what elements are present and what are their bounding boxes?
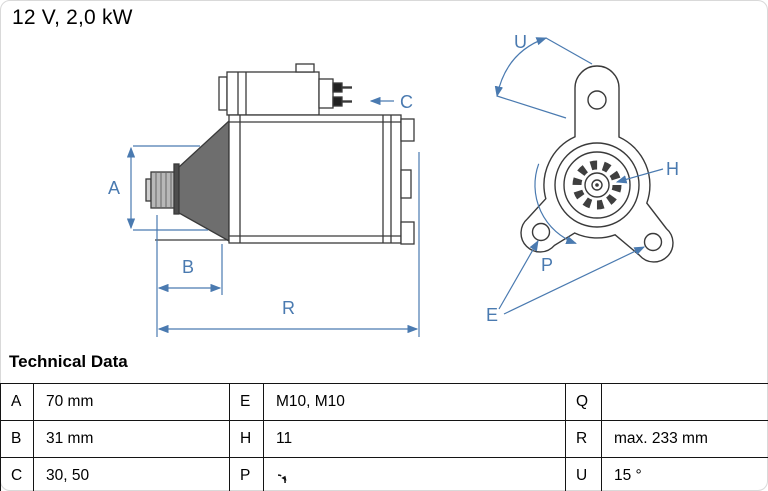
tech-value-u: 15 °: [601, 457, 768, 491]
dim-label-e: E: [486, 305, 498, 325]
tech-key-b: B: [0, 420, 34, 458]
dim-p-rotation-arrow: [534, 163, 577, 244]
shaft-circle: [591, 179, 603, 191]
rotation-direction-icon: [271, 474, 287, 490]
top-bolt-hole: [587, 90, 607, 110]
tech-value-h: 11: [263, 420, 566, 458]
tech-table-row: A 70 mm E M10, M10 Q: [0, 383, 768, 421]
solenoid: [218, 63, 352, 116]
dimension-labels: A B C R U H P E: [108, 32, 679, 325]
solenoid-terminal-studs: [332, 82, 352, 107]
dim-label-a: A: [108, 178, 120, 198]
dim-b-lines: [156, 215, 223, 337]
dim-a-lines: [126, 145, 208, 231]
dim-u-lines: [494, 37, 593, 119]
dimension-annotations: [126, 37, 664, 337]
tech-value-b: 31 mm: [33, 420, 230, 458]
tech-key-p: P: [229, 457, 264, 491]
gear-root-circle: [584, 172, 610, 198]
gear-teeth: [572, 160, 622, 210]
tech-key-h: H: [229, 420, 264, 458]
dim-e-lines: [498, 239, 646, 315]
pinion-shaft-tip: [145, 178, 152, 202]
dim-h-line: [615, 168, 664, 184]
starter-motor-drawing: A B C R U H P E: [108, 32, 679, 337]
dim-label-c: C: [400, 92, 413, 112]
front-view-drawing: [520, 65, 674, 263]
tech-key-u: U: [565, 457, 602, 491]
tech-key-c: C: [0, 457, 34, 491]
technical-data-heading: Technical Data: [9, 352, 128, 371]
tech-value-c: 30, 50: [33, 457, 230, 491]
drive-end-cone: [173, 119, 230, 243]
flange-boss-inner: [563, 151, 631, 219]
tech-table-row: C 30, 50 P U 15 °: [0, 457, 768, 491]
dim-label-h: H: [666, 159, 679, 179]
tech-value-r: max. 233 mm: [601, 420, 768, 458]
tech-value-q: [601, 383, 768, 421]
tech-key-r: R: [565, 420, 602, 458]
flange-boss-outer: [554, 142, 640, 228]
dim-label-r: R: [282, 298, 295, 318]
left-bolt-hole: [531, 222, 551, 242]
tech-value-p: [263, 457, 566, 491]
end-cap-terminals: [400, 118, 415, 245]
motor-body: [228, 114, 402, 244]
tech-key-a: A: [0, 383, 34, 421]
pinion-gear: [150, 171, 178, 209]
tech-table-row: B 31 mm H 11 R max. 233 mm: [0, 420, 768, 458]
dim-label-b: B: [182, 257, 194, 277]
dim-r-lines: [157, 152, 420, 337]
tech-key-q: Q: [565, 383, 602, 421]
page-title: 12 V, 2,0 kW: [12, 6, 133, 29]
dim-label-u: U: [514, 32, 527, 52]
technical-data-table: A 70 mm E M10, M10 Q B 31 mm H 11 R max.…: [0, 383, 768, 491]
tech-key-e: E: [229, 383, 264, 421]
tech-value-e: M10, M10: [263, 383, 566, 421]
side-view-drawing: [145, 63, 415, 245]
shaft-center-dot: [595, 183, 599, 187]
dim-label-p: P: [541, 255, 553, 275]
right-bolt-hole: [643, 232, 663, 252]
tech-value-a: 70 mm: [33, 383, 230, 421]
